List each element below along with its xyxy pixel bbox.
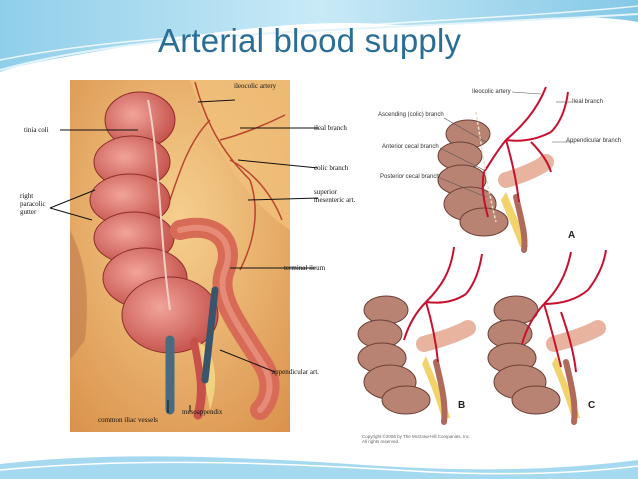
- cecum-anatomy-drawing: [49, 80, 319, 432]
- label-a-ascending-colic: Ascending (colic) branch: [378, 112, 444, 118]
- arterial-variants-drawing: [357, 86, 607, 425]
- copyright-line-1: Copyright ©2006 by The McGraw-Hill Compa…: [362, 434, 471, 439]
- panel-a-diagram: [437, 86, 569, 253]
- panel-c-diagram: [487, 249, 607, 425]
- copyright-note: Copyright ©2006 by The McGraw-Hill Compa…: [362, 434, 502, 444]
- label-a-ileal-branch: Ileal branch: [572, 99, 604, 105]
- label-taenia-coli: tinia coli: [24, 126, 49, 134]
- label-a-ileocolic-artery: Ileocolic artery: [472, 89, 511, 95]
- label-right-paracolic-gutter: right paracolic gutter: [20, 192, 46, 216]
- panel-letter-c: C: [588, 400, 596, 411]
- label-a-anterior-cecal: Anterior cecal branch: [382, 144, 439, 150]
- bottom-wave-decoration: [0, 456, 638, 479]
- label-common-iliac-vessels: common iliac vessels: [98, 416, 158, 424]
- label-mesoappendix: mesoappendix: [182, 408, 223, 416]
- cecum-anatomy-illustration: ileocolic artery tinia coli ileal branch…: [20, 80, 360, 432]
- panel-letter-a: A: [568, 230, 576, 241]
- label-terminal-ileum: terminal ileum: [284, 264, 326, 272]
- panel-b-diagram: [357, 246, 483, 425]
- label-a-posterior-cecal: Posterior cecal branch: [380, 174, 440, 180]
- label-ileocolic-artery: ileocolic artery: [234, 82, 277, 90]
- label-colic-branch: colic branch: [314, 164, 349, 172]
- label-ileal-branch: ileal branch: [314, 124, 347, 132]
- panel-letter-b: B: [458, 400, 466, 411]
- label-appendicular-art: appendicular art.: [272, 368, 320, 376]
- label-a-appendicular-branch: Appendicular branch: [566, 138, 622, 144]
- slide-title: Arterial blood supply: [158, 22, 462, 59]
- top-wave-decoration: [0, 0, 638, 72]
- label-superior-mesenteric: superior mesenteric art.: [314, 188, 356, 204]
- copyright-line-2: All rights reserved.: [362, 439, 400, 444]
- appendix-blood-supply-diagrams: Ileocolic artery Ileal branch Ascending …: [356, 82, 626, 438]
